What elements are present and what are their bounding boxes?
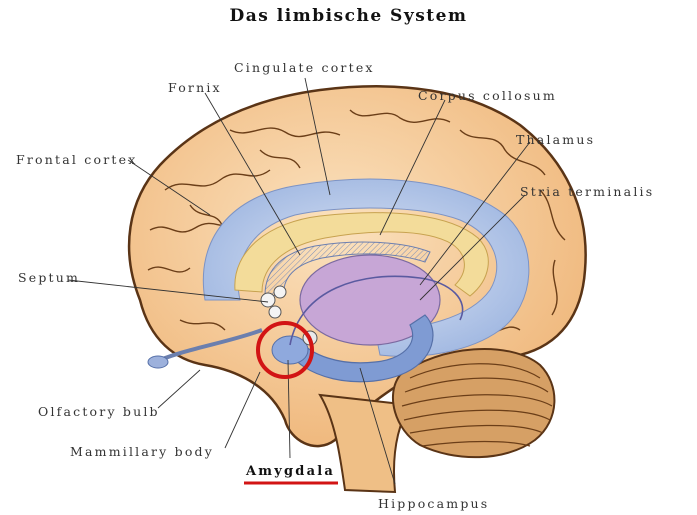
septum-nucleus (274, 286, 286, 298)
label-olfactory-bulb: Olfactory bulb (38, 404, 160, 419)
septum-nucleus (261, 293, 275, 307)
label-fornix: Fornix (168, 80, 222, 95)
diagram-title: Das limbische System (0, 6, 697, 26)
label-corpus-collosum: Corpus collosum (418, 88, 557, 103)
septum-nucleus (269, 306, 281, 318)
label-stria-terminalis: Stria terminalis (520, 184, 654, 199)
label-hippocampus: Hippocampus (378, 496, 489, 511)
label-septum: Septum (18, 270, 80, 285)
label-cingulate-cortex: Cingulate cortex (234, 60, 375, 75)
label-frontal-cortex: Frontal cortex (16, 152, 137, 167)
amygdala (272, 336, 308, 364)
olfactory-bulb (148, 356, 168, 368)
label-amygdala: Amygdala (246, 464, 335, 479)
label-mammillary-body: Mammillary body (70, 444, 214, 459)
label-thalamus: Thalamus (516, 132, 595, 147)
